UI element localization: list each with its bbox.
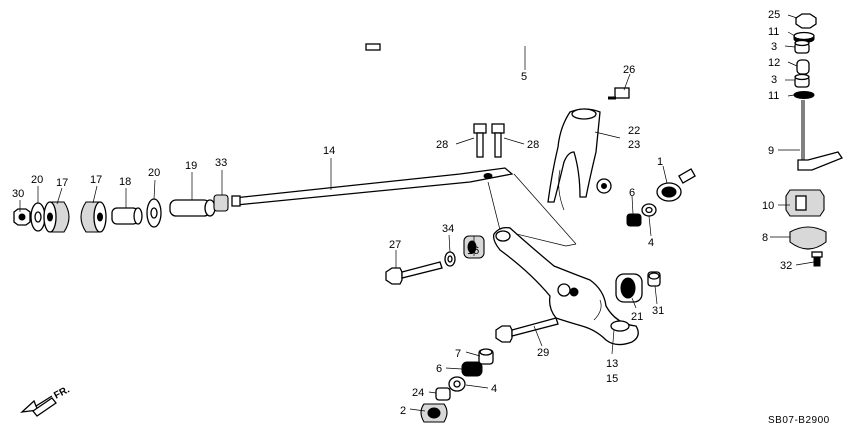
callout-2: 2 [400,405,406,417]
callout-28: 28 [436,139,448,151]
washer-34 [444,251,456,267]
callout-5: 5 [521,71,527,83]
bushing-21 [615,273,643,303]
callout-4: 4 [491,383,497,395]
callout-3: 3 [771,41,777,53]
bolt-26 [608,87,630,100]
washer-4-upper [641,203,657,217]
callout-24: 24 [412,387,424,399]
fork-22-23 [547,108,612,211]
callout-31: 31 [652,305,664,317]
callout-29: 29 [537,347,549,359]
callout-11: 11 [768,26,779,38]
callout-9: 9 [768,145,774,157]
nut-31 [647,271,661,287]
callout-4: 4 [648,237,654,249]
callout-15: 15 [606,373,618,385]
callout-8: 8 [762,232,768,244]
diagram-code: SB07-B2900 [768,415,830,426]
callout-1: 1 [657,156,663,168]
bolt-29 [495,317,559,343]
leader-lines [19,14,815,412]
callout-25: 25 [768,9,780,21]
bushing-1 [656,182,682,202]
lower-control-arm [492,226,639,346]
stabilizer-link-stack [785,13,843,267]
callout-7: 7 [455,348,461,360]
callout-17: 17 [90,174,102,186]
callout-labels: 25 11 3 12 3 11 9 10 8 32 5 26 22 23 1 6… [12,9,792,417]
callout-21: 21 [631,311,643,323]
callout-30: 30 [12,188,24,200]
callout-14: 14 [323,145,335,157]
callout-27: 27 [389,239,401,251]
front-direction-arrow: FR. [20,384,72,417]
lower-bushing-stack [420,348,494,423]
callout-13: 13 [606,358,618,370]
callout-20: 20 [148,167,160,179]
callout-32: 32 [780,260,792,272]
callout-6: 6 [436,363,442,375]
stabilizer-bar [365,23,752,184]
callout-12: 12 [768,57,780,69]
direction-label: FR. [52,384,72,401]
callout-17: 17 [56,177,68,189]
callout-22: 22 [628,125,640,137]
callout-16: 16 [467,245,479,257]
callout-11: 11 [768,90,779,102]
callout-28: 28 [527,139,539,151]
callout-33: 33 [215,157,227,169]
collar-6-upper [626,213,642,227]
bolt-27 [385,261,443,285]
bolts-28 [473,123,505,158]
callout-23: 23 [628,139,640,151]
callout-26: 26 [623,64,635,76]
callout-18: 18 [119,176,131,188]
radius-rod-14 [231,167,514,207]
callout-3: 3 [771,74,777,86]
callout-19: 19 [185,160,197,172]
radius-rod-bushings [13,194,229,233]
callout-20: 20 [31,174,43,186]
callout-10: 10 [762,200,774,212]
callout-34: 34 [442,223,454,235]
callout-6: 6 [629,187,635,199]
